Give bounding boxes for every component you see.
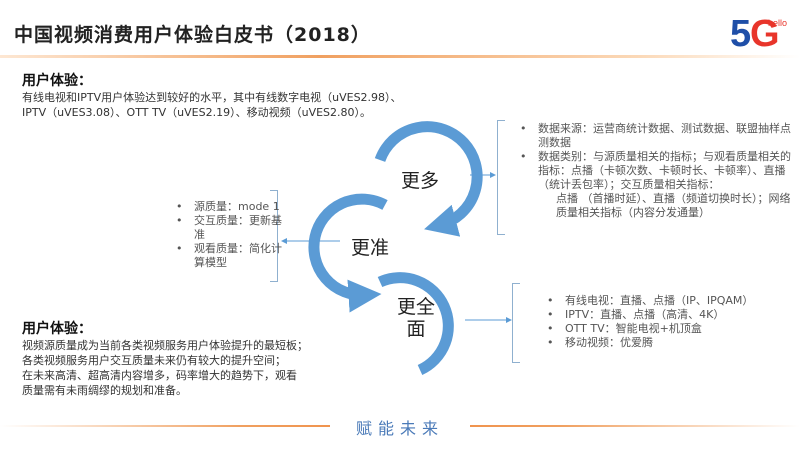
bottom-line: 各类视频服务用户交互质量未来仍有较大的提升空间；	[22, 354, 286, 367]
cycle-arrow-more	[374, 121, 483, 237]
label-line: 面	[406, 318, 426, 340]
cycle-arrow-comprehensive	[377, 272, 454, 376]
cycle-arrow-accurate	[308, 193, 388, 313]
footer-slogan: 赋能未来	[330, 415, 470, 439]
list-item: IPTV：直播、点播（高清、4K）	[543, 308, 793, 322]
label-line: 更全	[396, 296, 435, 318]
list-item: 数据类别：与源质量相关的指标；与观看质量相关的指标：点播（卡顿次数、卡顿时长、卡…	[516, 150, 796, 192]
service-list: 有线电视：直播、点播（IP、IPQAM） IPTV：直播、点播（高清、4K） O…	[543, 294, 793, 350]
data-source-list: 数据来源：运营商统计数据、测试数据、联盟抽样点测数据 数据类别：与源质量相关的指…	[516, 122, 796, 220]
top-heading: 用户体验：	[22, 73, 92, 89]
bracket	[512, 283, 520, 363]
list-item: 交互质量：更新基准	[172, 214, 282, 242]
list-item: OTT TV：智能电视+机顶盒	[543, 322, 793, 336]
svg-text:5: 5	[730, 13, 751, 50]
bottom-summary: 用户体验： 视频源质量成为当前各类视频服务用户体验提升的最短板； 各类视频服务用…	[22, 318, 308, 398]
top-summary: 用户体验： 有线电视和IPTV用户体验达到较好的水平，其中有线数字电视（uVES…	[22, 70, 402, 120]
cycle-label-accurate: 更准	[350, 237, 389, 259]
top-line: IPTV（uVES3.08）、OTT TV（uVES2.19）、移动视频（uVE…	[22, 106, 372, 119]
cycle-label-more: 更多	[400, 170, 439, 192]
list-item: 有线电视：直播、点播（IP、IPQAM）	[543, 294, 793, 308]
list-item: 源质量：mode 1	[172, 200, 282, 214]
quality-list: 源质量：mode 1 交互质量：更新基准 观看质量：简化计算模型	[172, 200, 282, 270]
list-subitem: 点播 （首播时延）、直播（频道切换时长）；网络质量相关指标（内容分发通量）	[556, 192, 791, 219]
top-line: 有线电视和IPTV用户体验达到较好的水平，其中有线数字电视（uVES2.98）、	[22, 91, 402, 104]
bottom-heading: 用户体验：	[22, 321, 92, 337]
list-item: 数据来源：运营商统计数据、测试数据、联盟抽样点测数据	[516, 122, 796, 150]
page-title: 中国视频消费用户体验白皮书（2018）	[14, 24, 371, 46]
cycle-label-comprehensive: 更全面	[386, 296, 446, 340]
svg-text:hello: hello	[768, 18, 787, 28]
header-divider	[0, 55, 800, 58]
bracket	[497, 120, 505, 235]
svg-text:G: G	[750, 13, 780, 50]
5g-hello-logo: 5 G hello	[730, 13, 787, 50]
list-item: 移动视频：优爱腾	[543, 336, 793, 350]
list-item: 观看质量：简化计算模型	[172, 242, 282, 270]
bottom-line: 在未来高清、超高清内容增多，码率增大的趋势下，观看	[22, 369, 297, 382]
bottom-line: 视频源质量成为当前各类视频服务用户体验提升的最短板；	[22, 339, 308, 352]
bottom-line: 质量需有未雨绸缪的规划和准备。	[22, 384, 187, 397]
